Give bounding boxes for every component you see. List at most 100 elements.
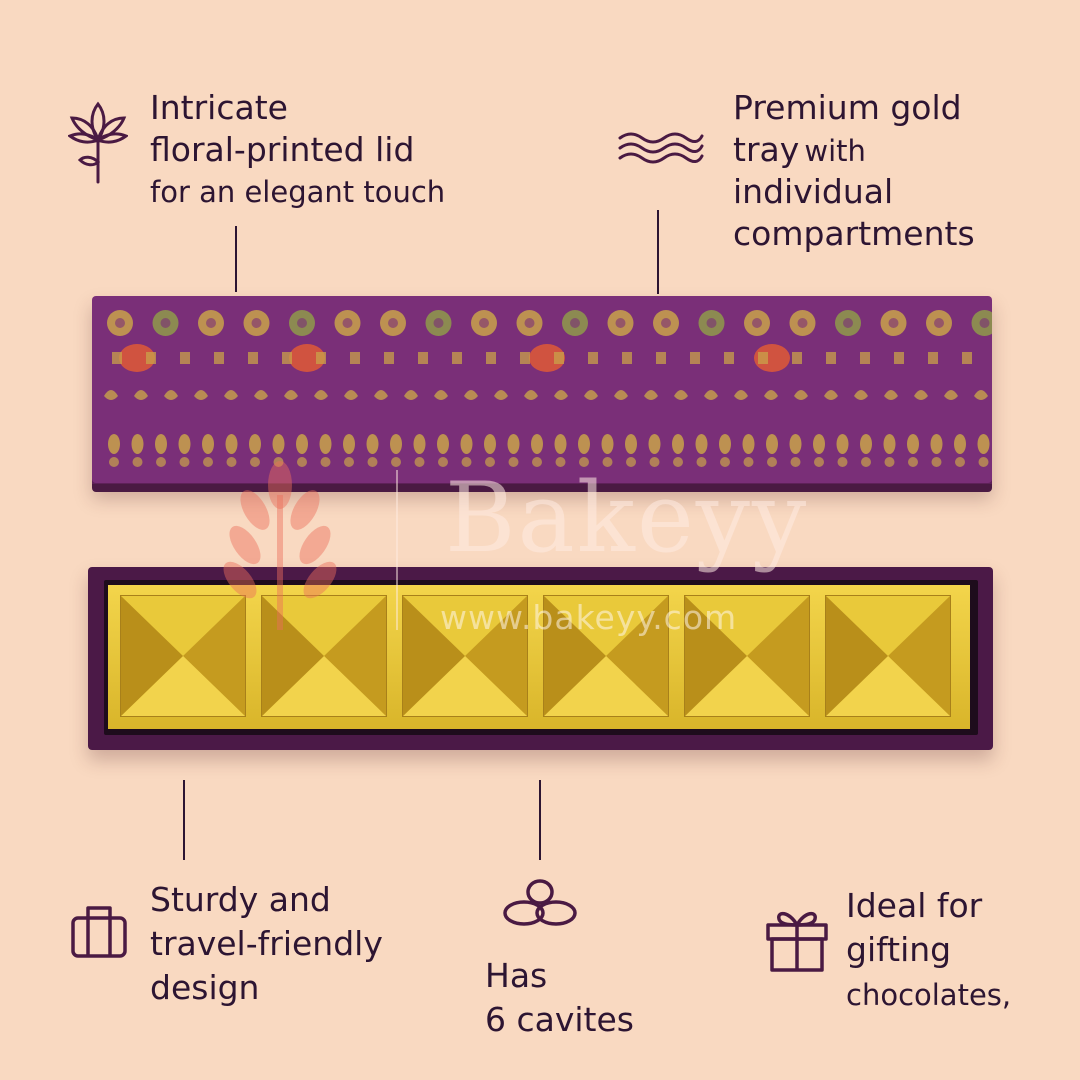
lid-drop [554,434,567,454]
lid-drop [719,434,731,454]
lid-flower-center [524,318,535,328]
lid-motif [520,352,530,364]
feature-lid-line2: floral-printed lid [150,130,415,169]
lid-drop [319,434,332,454]
lid-drop [225,434,238,454]
lid-dot [485,457,495,467]
lid-drop [460,434,473,454]
lid-flower-center [888,318,899,328]
lid-motif [588,352,598,364]
tray-cavity [120,595,246,717]
lid-motif [758,352,768,364]
lid-dot [344,457,354,467]
lid-flower-center [115,318,125,328]
lid-flower-center [388,318,398,328]
lid-motif [350,352,360,364]
lid-drop [155,434,167,454]
lid-drop [413,434,426,454]
lid-band-motif [254,390,268,400]
lid-dot [320,457,331,467]
lid-drop [930,434,943,454]
lid-motif [826,352,836,364]
feature-cavities-line1: Has [485,956,548,995]
feature-sturdy-line1: Sturdy and [150,880,331,919]
lid-motif [724,352,734,364]
lid-red-bloom [754,344,790,372]
lid-band-motif [644,390,658,400]
lid-drop [648,434,661,454]
lid-drop [625,434,637,454]
tray-cavity [825,595,951,717]
lid-dot [132,457,143,467]
lid-dot [790,457,801,467]
lid-red-bloom [119,344,155,372]
lid-flower-center [979,318,990,328]
lid-drop [601,434,614,454]
gift-icon [766,911,828,972]
lid-band-motif [734,390,748,400]
lid-drop [131,434,144,454]
feature-tray-line1: Premium gold [733,88,962,127]
lid-flower-center [934,318,944,328]
lid-motif [112,352,122,364]
lid-dot [508,457,519,467]
lid-band-motif [764,390,778,400]
lid-dot [414,457,425,467]
lid-motif [928,352,938,364]
lid-connector-line [235,226,237,292]
feature-cavities-line2: 6 cavites [485,1000,634,1039]
sturdy-connector-line [183,780,185,860]
lid-drop [531,434,543,454]
lid-dot [884,457,895,467]
lid-motif [656,352,666,364]
lid-motif [690,352,700,364]
lid-band-motif [434,390,448,400]
lid-dot [696,457,707,467]
lid-drop [507,434,520,454]
lid-drop [437,434,449,454]
lid-motif [384,352,394,364]
lid-dot [250,457,260,467]
lid-band-motif [344,390,358,400]
lid-drop [296,434,308,454]
lid-motif [860,352,870,364]
lid-drop [202,434,214,454]
lid-dot [767,457,777,467]
lid-dot [978,457,989,467]
lid-band-motif [404,390,418,400]
lid-motif [554,352,564,364]
lid-flower-center [661,318,671,328]
lid-band-motif [134,390,148,400]
feature-lid-line1: Intricate [150,88,288,127]
feature-lid-line3: for an elegant touch [150,175,446,209]
lid-band-motif [974,390,988,400]
lid-dot [109,457,119,467]
lid-band-motif [314,390,328,400]
lid-drop [178,434,191,454]
lid-dot [226,457,237,467]
watermark-wheat-icon [223,461,337,630]
lid-band-motif [854,390,868,400]
gold-tray [108,585,970,729]
lid-band-motif [584,390,598,400]
lid-flower-center [570,318,580,328]
lid-dot [814,457,824,467]
lid-motif [894,352,904,364]
lid-drop [366,434,379,454]
box-lid [92,296,992,489]
feature-tray-line4: compartments [733,214,975,253]
lid-motif [248,352,258,364]
lid-dot [931,457,942,467]
lid-edge [92,484,992,492]
lid-band-motif [104,390,118,400]
tray-cavity [543,595,669,717]
tray-cavity [261,595,387,717]
lid-flower-center [797,318,808,328]
lid-motif [282,352,292,364]
feature-gifting-line2: gifting [846,930,952,969]
feature-tray-line2: tray with [733,129,866,171]
wave-icon [618,132,704,164]
lid-dot [391,457,401,467]
lid-dot [297,457,307,467]
lid-drop [578,434,590,454]
